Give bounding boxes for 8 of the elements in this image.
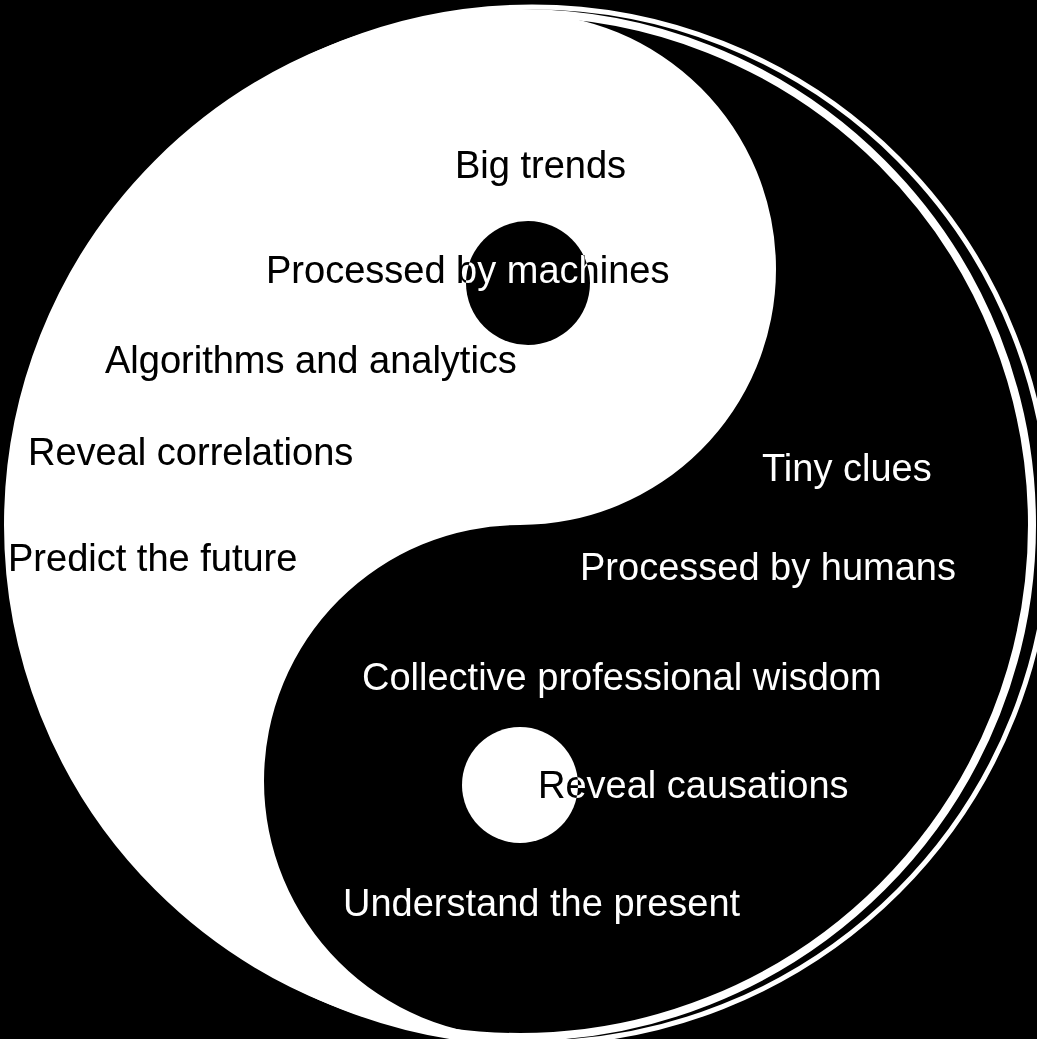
keyword-text: Big trends (455, 145, 627, 187)
keyword-text: Algorithms and analytics (105, 340, 517, 382)
keyword-text: Predict the future (8, 538, 298, 580)
keyword-text: Processed by humans (580, 547, 956, 589)
keyword-text: Reveal correlations (28, 432, 354, 474)
keyword-text: Tiny clues (762, 448, 932, 490)
keyword-text: Understand the present (343, 883, 741, 925)
keyword-text: Collective professional wisdom (362, 657, 882, 699)
